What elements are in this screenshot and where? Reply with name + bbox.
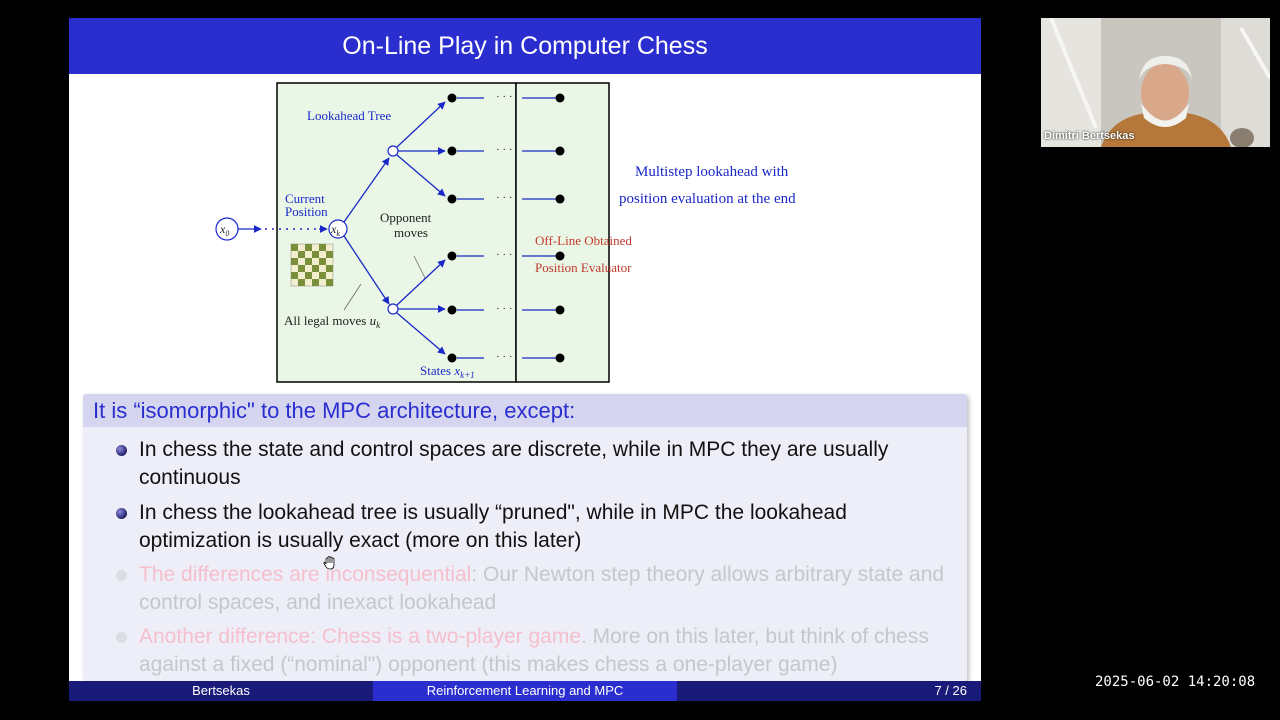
- participant-name: Dimitri Bertsekas: [1044, 130, 1135, 142]
- timestamp: 2025-06-02 14:20:08: [1095, 674, 1256, 690]
- offline-evaluator-label-2: Position Evaluator: [535, 260, 632, 275]
- opponent-moves-label-2: moves: [394, 225, 428, 240]
- lookahead-tree-label: Lookahead Tree: [307, 108, 391, 123]
- slide-title: On-Line Play in Computer Chess: [69, 18, 981, 74]
- offline-evaluator-label-1: Off-Line Obtained: [535, 233, 632, 248]
- bullet-icon: [116, 445, 127, 456]
- x0-label: x0: [219, 222, 229, 238]
- multistep-label-1: Multistep lookahead with: [635, 164, 789, 180]
- isomorphic-block: It is “isomorphic" to the MPC architectu…: [83, 394, 967, 681]
- svg-text:· · ·: · · ·: [496, 91, 513, 103]
- hand-cursor-icon: [323, 556, 335, 570]
- states-label: States xk+1: [420, 363, 475, 380]
- slide: On-Line Play in Computer Chess x0 xk: [69, 18, 981, 701]
- bullet-icon: [116, 508, 127, 519]
- svg-text:· · ·: · · ·: [496, 192, 513, 204]
- current-position-label-1: Current: [285, 191, 325, 206]
- current-position-label-2: Position: [285, 204, 328, 219]
- item-text: : Our Newton step theory allows arbitrar…: [139, 563, 945, 614]
- svg-text:· · ·: · · ·: [496, 144, 513, 156]
- footer-course: Reinforcement Learning and MPC: [373, 681, 677, 701]
- speaker-avatar: [1041, 18, 1270, 147]
- multistep-label-2: position evaluation at the end: [619, 191, 796, 207]
- all-legal-moves-label: All legal moves uk: [284, 313, 381, 330]
- svg-text:· · ·: · · ·: [496, 351, 513, 363]
- list-item: The differences are inconsequential: Our…: [139, 561, 951, 617]
- item-text: . More on this later, but think of chess…: [139, 625, 929, 676]
- chessboard-icon: [290, 243, 334, 287]
- lower-node: [387, 303, 399, 315]
- upper-node: [387, 145, 399, 157]
- highlight-text: Another difference: Chess is a two-playe…: [139, 625, 582, 648]
- footer-page: 7 / 26: [677, 681, 981, 701]
- list-item: In chess the state and control spaces ar…: [139, 438, 889, 489]
- leaf-rows: · · · · · · · · · · · · · · ·: [447, 91, 565, 363]
- lookahead-box: [276, 82, 517, 383]
- video-tile[interactable]: Dimitri Bertsekas: [1041, 18, 1270, 147]
- bullet-icon: [116, 570, 127, 581]
- footer-author: Bertsekas: [69, 681, 373, 701]
- slide-footer: Bertsekas Reinforcement Learning and MPC…: [69, 681, 981, 701]
- bullet-icon: [116, 632, 127, 643]
- list-item: Another difference: Chess is a two-playe…: [139, 623, 951, 679]
- evaluator-box: [515, 82, 610, 383]
- opponent-moves-label-1: Opponent: [380, 210, 432, 225]
- svg-text:· · ·: · · ·: [496, 303, 513, 315]
- lookahead-figure: x0 xk · · · · · ·: [215, 82, 796, 383]
- xk-node: [328, 219, 348, 239]
- block-title: It is “isomorphic" to the MPC architectu…: [83, 394, 967, 427]
- list-item: In chess the lookahead tree is usually “…: [139, 501, 847, 552]
- highlight-text: The differences are inconsequential: [139, 563, 472, 586]
- xk-label: xk: [330, 222, 340, 238]
- svg-text:· · ·: · · ·: [496, 249, 513, 261]
